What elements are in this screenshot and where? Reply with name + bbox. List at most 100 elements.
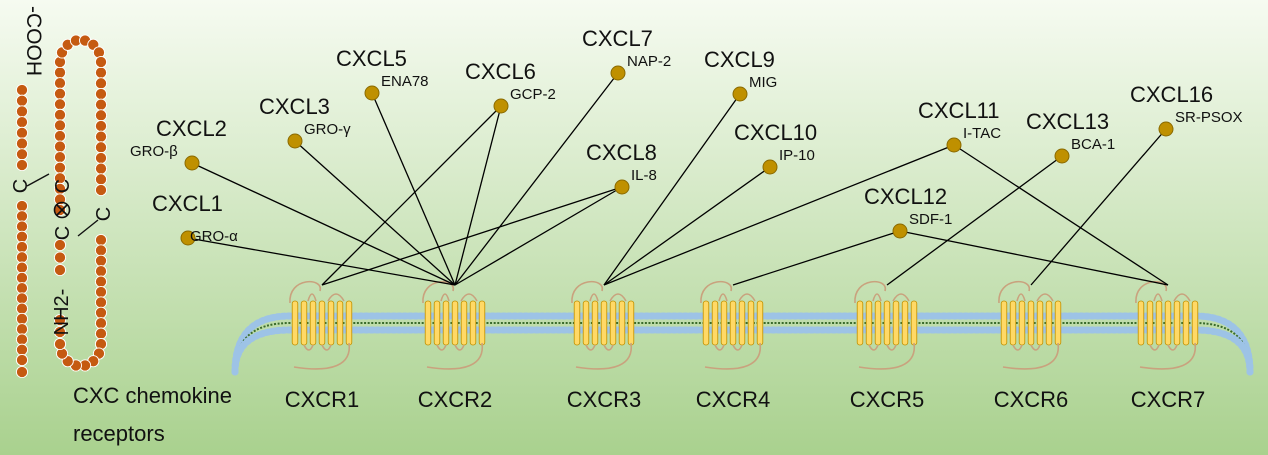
structure-label-cooh: -COOH — [22, 6, 45, 76]
ligand-name: CXCL6 — [465, 59, 536, 84]
receptor-c-terminus — [704, 342, 762, 370]
transmembrane-helix — [627, 300, 635, 346]
amino-acid-bead — [53, 129, 67, 143]
transmembrane-helix — [1182, 300, 1190, 346]
receptor-n-terminus — [854, 280, 886, 304]
structure-label-c-top: C — [10, 179, 32, 193]
ligand-name: CXCL2 — [156, 116, 227, 141]
amino-acid-bead — [53, 119, 67, 132]
binding-line-cxcl1-cxcr2 — [187, 237, 456, 286]
amino-acid-bead — [53, 77, 67, 90]
receptor-group — [289, 280, 1199, 370]
transmembrane-helix — [1173, 300, 1181, 346]
receptor-extracellular-loops — [307, 293, 345, 302]
amino-acid-bead — [15, 353, 29, 367]
ligand-name: CXCL9 — [704, 47, 775, 72]
ligand-name: CXCL13 — [1026, 109, 1109, 134]
transmembrane-helix — [1054, 300, 1062, 346]
amino-acid-bead — [15, 261, 29, 274]
transmembrane-helix — [883, 300, 891, 346]
amino-acid-bead — [53, 337, 67, 351]
amino-acid-bead — [94, 275, 108, 288]
receptor-c-terminus — [1139, 342, 1197, 370]
receptor-intracellular-loops — [585, 344, 614, 351]
ligand-alias: IP-10 — [779, 147, 815, 164]
receptor-intracellular-loops — [436, 344, 465, 351]
transmembrane-helix — [738, 300, 746, 346]
ligand-name: CXCL16 — [1130, 82, 1213, 107]
amino-acid-bead — [15, 312, 29, 325]
disulfide-bond — [26, 173, 50, 187]
transmembrane-helix — [1191, 300, 1199, 346]
receptor-intracellular-loops — [1012, 344, 1041, 351]
receptor-cxcr1 — [289, 280, 353, 370]
ligand-name: CXCL1 — [152, 191, 223, 216]
amino-acid-bead — [53, 251, 67, 264]
binding-line-cxcl7-cxcr2 — [454, 72, 619, 286]
receptor-c-terminus — [1002, 342, 1060, 370]
transmembrane-helix — [1036, 300, 1044, 346]
ligand-dot — [762, 159, 778, 175]
ligand-dot — [610, 65, 626, 81]
amino-acid-bead — [15, 137, 29, 150]
binding-line-cxcl5-cxcr2 — [371, 92, 456, 286]
transmembrane-helix — [609, 300, 617, 346]
receptor-c-terminus — [858, 342, 916, 370]
ligand-name: CXCL8 — [586, 140, 657, 165]
receptor-c-terminus — [426, 342, 484, 370]
transmembrane-helix — [729, 300, 737, 346]
receptor-intracellular-loops — [714, 344, 743, 351]
binding-line-cxcl16-cxcr6 — [1030, 128, 1167, 286]
transmembrane-helix — [1155, 300, 1163, 346]
amino-acid-bead — [94, 66, 108, 79]
transmembrane-helix — [291, 300, 299, 346]
transmembrane-helix — [336, 300, 344, 346]
binding-line-cxcl11-cxcr3 — [603, 144, 955, 286]
transmembrane-helix — [460, 300, 468, 346]
ligand-alias: IL-8 — [631, 167, 657, 184]
receptor-extracellular-loops — [1016, 293, 1054, 302]
receptor-label-cxcr5: CXCR5 — [850, 387, 925, 412]
amino-acid-bead — [94, 285, 108, 299]
amino-acid-bead — [94, 141, 108, 154]
receptor-intracellular-loops — [303, 344, 332, 351]
ligand-dot — [1158, 121, 1174, 137]
ligand-dot — [614, 179, 630, 195]
transmembrane-helix — [720, 300, 728, 346]
receptor-cxcr2 — [422, 280, 486, 370]
amino-acid-bead — [53, 66, 67, 79]
transmembrane-helix — [1137, 300, 1145, 346]
amino-acid-bead — [15, 220, 29, 233]
binding-line-cxcl10-cxcr3 — [603, 166, 771, 286]
amino-acid-bead — [15, 333, 29, 346]
ligand-alias: BCA-1 — [1071, 136, 1115, 153]
binding-line-cxcl12-cxcr7 — [899, 230, 1169, 286]
amino-acid-bead — [53, 238, 67, 252]
amino-acid-bead — [15, 230, 29, 243]
amino-acid-bead — [94, 130, 108, 143]
transmembrane-helix — [1009, 300, 1017, 346]
amino-acid-bead — [94, 306, 108, 319]
transmembrane-helix — [345, 300, 353, 346]
binding-line-cxcl8-cxcr1 — [321, 186, 623, 286]
binding-line-cxcl11-cxcr7 — [953, 144, 1169, 286]
ligand-alias: SDF-1 — [909, 211, 952, 228]
ligand-dot — [892, 223, 908, 239]
transmembrane-helix — [451, 300, 459, 346]
transmembrane-helix — [1000, 300, 1008, 346]
transmembrane-helix — [747, 300, 755, 346]
transmembrane-helix — [1027, 300, 1035, 346]
ligand-alias: GRO-β — [130, 143, 178, 160]
transmembrane-helix — [865, 300, 873, 346]
transmembrane-helix — [582, 300, 590, 346]
amino-acid-bead — [94, 98, 108, 111]
amino-acid-bead — [15, 126, 29, 139]
ligand-alias: SR-PSOX — [1175, 109, 1243, 126]
